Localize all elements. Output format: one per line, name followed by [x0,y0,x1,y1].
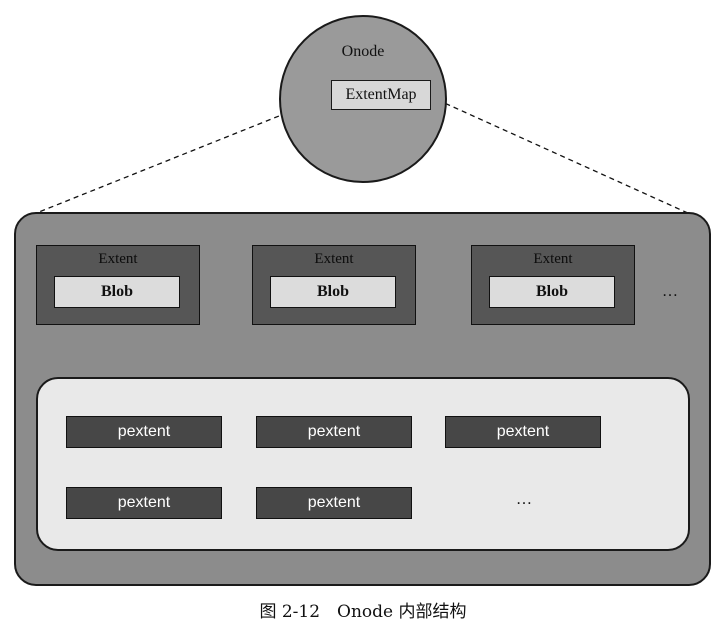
pextent-box-5: pextent [256,487,412,519]
extent-box-1: Extent Blob [36,245,200,325]
extent-label: Extent [533,251,573,267]
pextent-box-3: pextent [445,416,601,448]
extent-map-box: ExtentMap [331,80,431,110]
extentmap-right-connector [428,95,691,215]
onode-circle: Onode ExtentMap [279,15,447,183]
pextents-ellipsis: … [516,491,532,508]
pextent-box-4: pextent [66,487,222,519]
extent-label: Extent [314,251,354,267]
blob-box: Blob [54,276,180,308]
blob-detail-panel [36,377,690,551]
figure-caption: 图 2-12 Onode 内部结构 [259,602,467,622]
extent-label: Extent [98,251,138,267]
blob-box: Blob [489,276,615,308]
extent-box-3: Extent Blob [471,245,635,325]
blob-box: Blob [270,276,396,308]
onode-label: Onode [341,43,385,60]
extents-ellipsis: … [662,283,678,300]
pextent-box-2: pextent [256,416,412,448]
pextent-box-1: pextent [66,416,222,448]
extent-box-2: Extent Blob [252,245,416,325]
